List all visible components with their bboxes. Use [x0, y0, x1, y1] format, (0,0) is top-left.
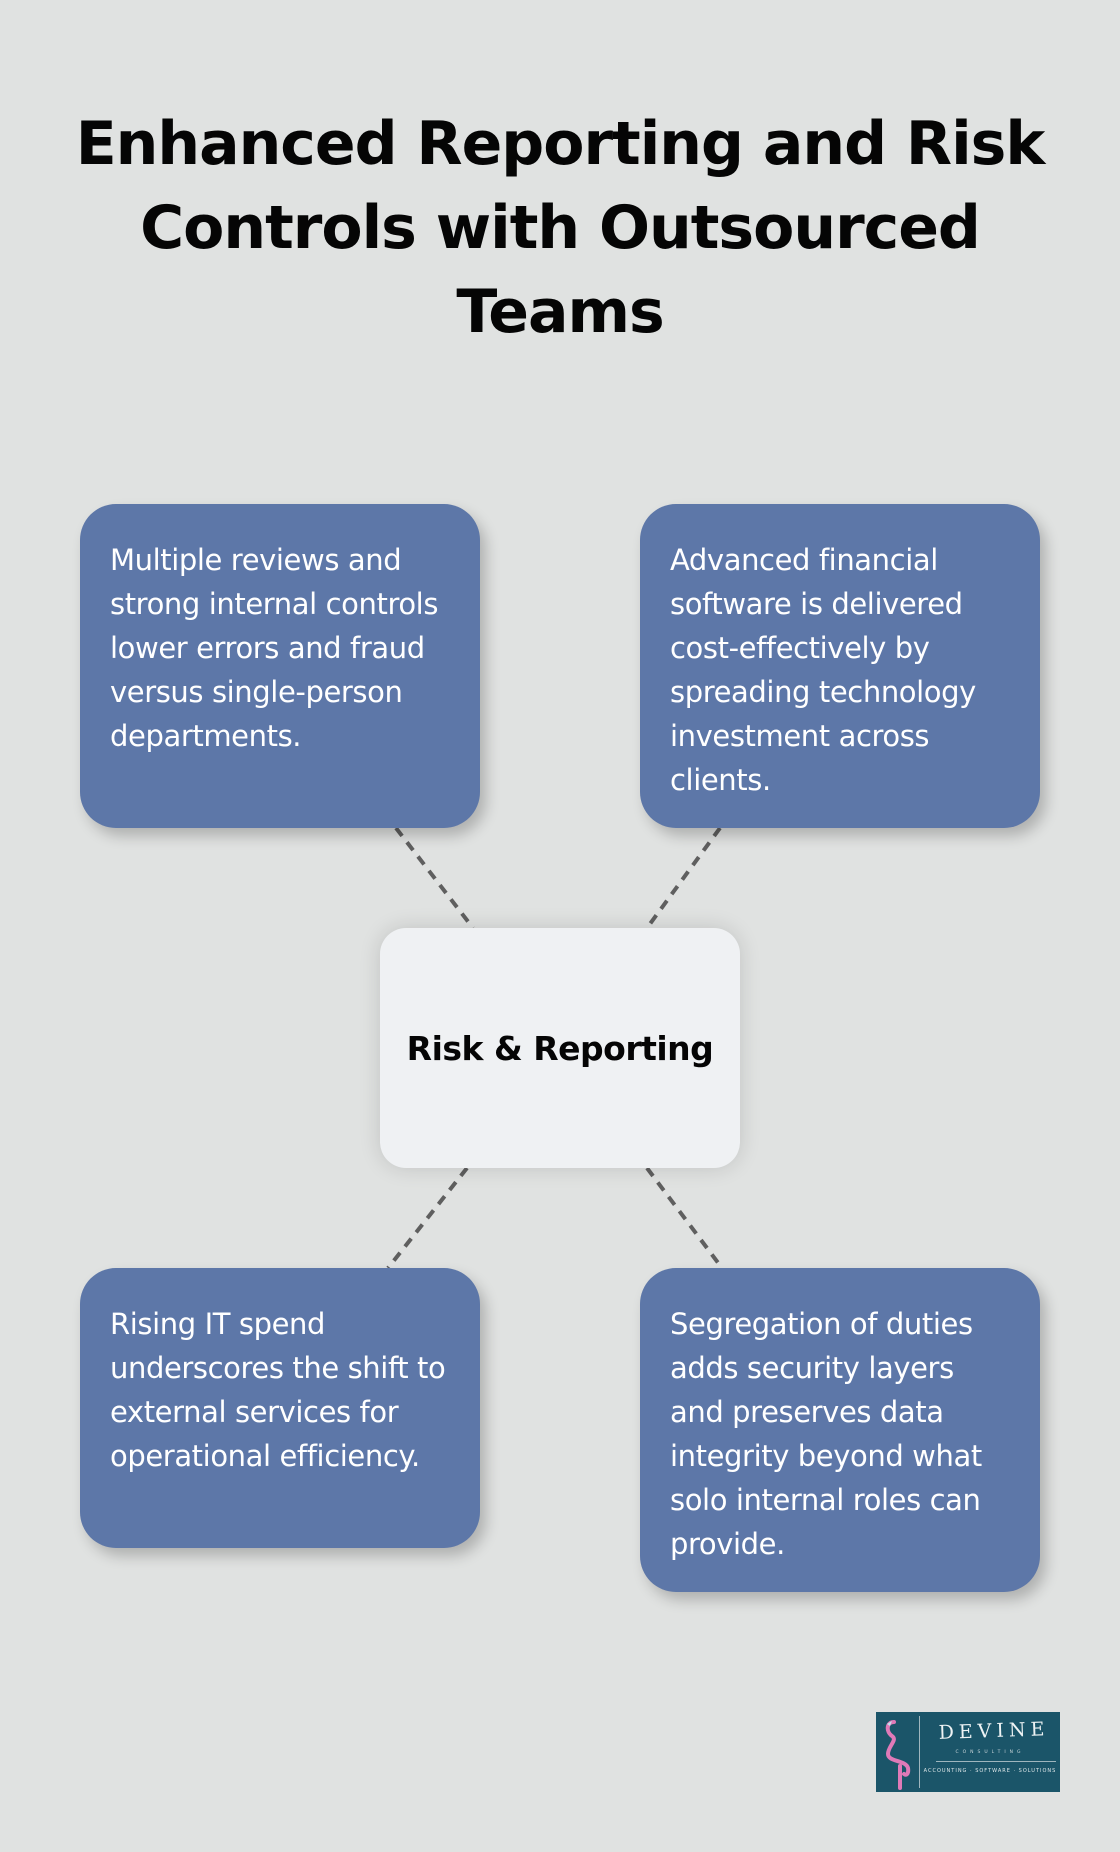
center-label: Risk & Reporting	[406, 1028, 714, 1068]
connector-bottom-left	[386, 1166, 469, 1270]
connector-top-left	[394, 826, 475, 930]
card-text: Rising IT spend underscores the shift to…	[110, 1307, 446, 1473]
card-bottom-left: Rising IT spend underscores the shift to…	[80, 1268, 480, 1548]
card-text: Multiple reviews and strong internal con…	[110, 543, 439, 753]
card-text: Segregation of duties adds security laye…	[670, 1307, 982, 1561]
logo-brand: DEVINE	[938, 1718, 1050, 1744]
company-logo: DEVINE CONSULTING ACCOUNTING · SOFTWARE …	[876, 1712, 1060, 1792]
card-text: Advanced financial software is delivered…	[670, 543, 976, 797]
page-title: Enhanced Reporting and Risk Controls wit…	[75, 109, 1046, 347]
logo-tagline: ACCOUNTING · SOFTWARE · SOLUTIONS	[923, 1768, 1057, 1774]
connector-top-right	[645, 826, 722, 930]
logo-sub: CONSULTING	[955, 1750, 1025, 1755]
card-top-left: Multiple reviews and strong internal con…	[80, 504, 480, 828]
logo-divider	[919, 1716, 920, 1788]
logo-rule	[936, 1761, 1056, 1762]
card-bottom-right: Segregation of duties adds security laye…	[640, 1268, 1040, 1592]
flamingo-icon	[885, 1720, 911, 1790]
connector-bottom-right	[645, 1166, 724, 1270]
card-top-right: Advanced financial software is delivered…	[640, 504, 1040, 828]
center-node: Risk & Reporting	[380, 928, 740, 1168]
